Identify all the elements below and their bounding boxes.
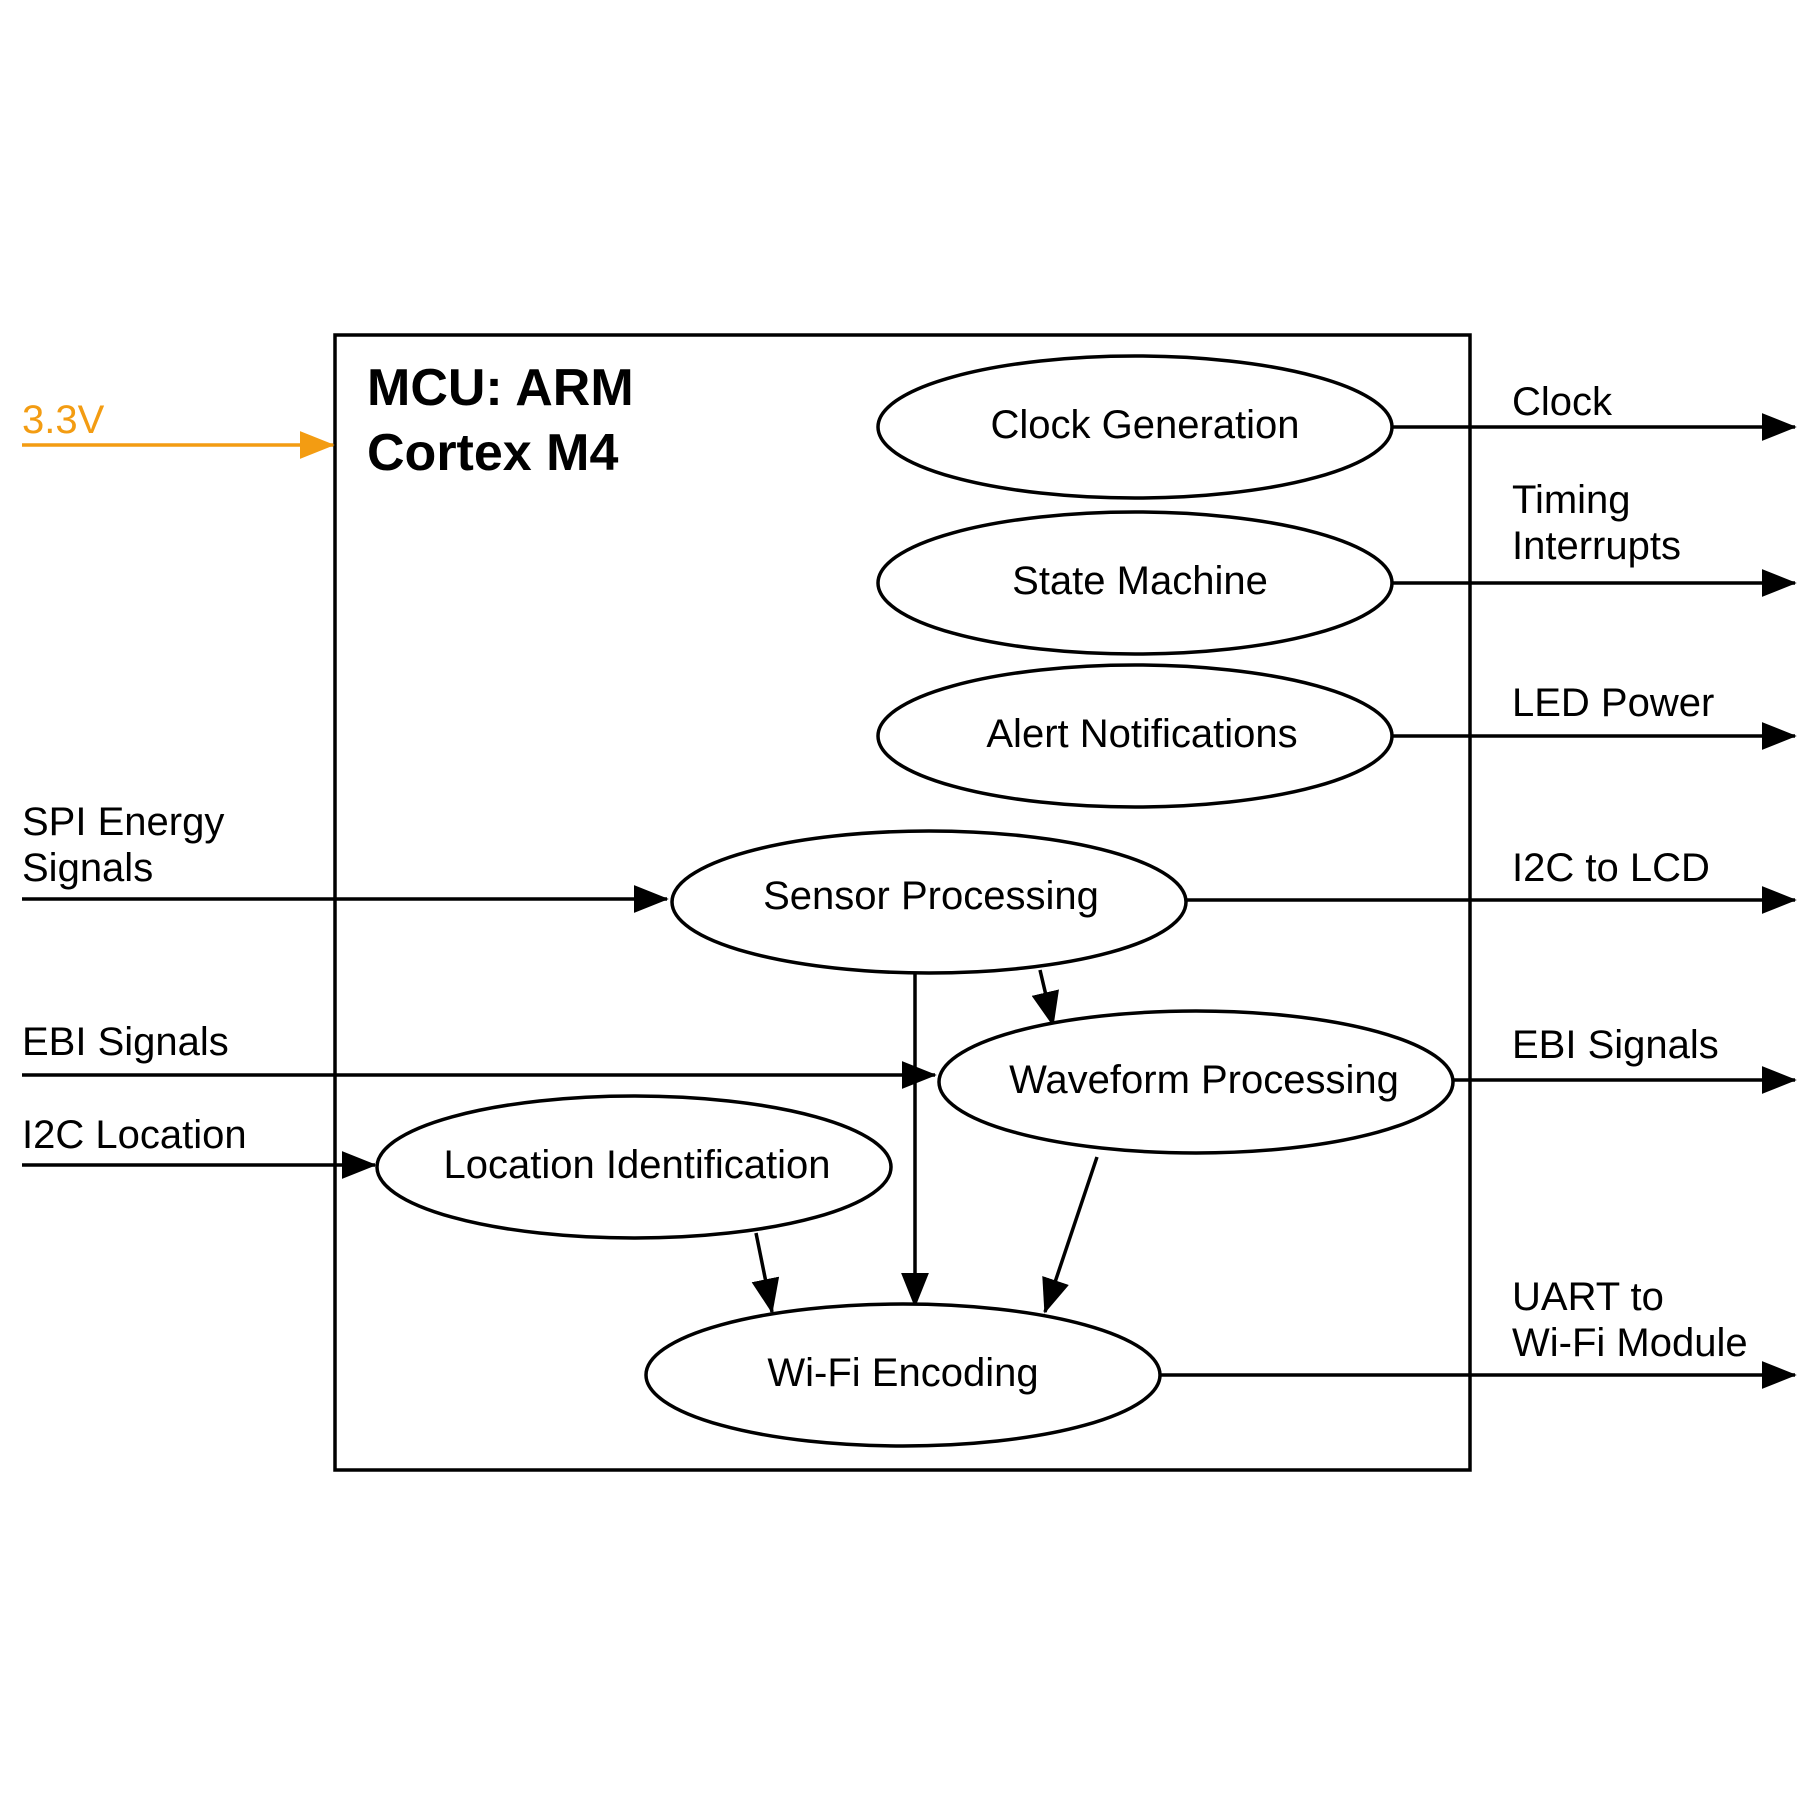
node-wifi-encoding: Wi-Fi Encoding	[644, 1302, 1162, 1448]
ebi-input-label: EBI Signals	[22, 1020, 229, 1064]
sensor-to-waveform-arrow	[1031, 969, 1059, 1027]
i2c-location-input-label: I2C Location	[22, 1113, 247, 1157]
node-alert-notifications: Alert Notifications	[876, 663, 1394, 809]
location-identification-ellipse	[375, 1094, 893, 1240]
i2c-lcd-output-label: I2C to LCD	[1512, 846, 1710, 890]
state-machine-label: State Machine	[1012, 559, 1268, 603]
waveform-processing-label: Waveform Processing	[1009, 1058, 1399, 1102]
clock-generation-label: Clock Generation	[990, 403, 1299, 447]
location-to-wifi-arrow	[751, 1232, 780, 1314]
sensor-processing-ellipse	[670, 829, 1188, 975]
spi-input-label-line2: Signals	[22, 846, 153, 890]
sensor-processing-label: Sensor Processing	[763, 874, 1099, 918]
node-sensor-processing: Sensor Processing	[670, 829, 1188, 975]
clock-generation-ellipse	[876, 354, 1394, 500]
node-state-machine: State Machine	[876, 510, 1394, 656]
uart-output-label-line1: UART to	[1512, 1275, 1664, 1319]
mcu-box	[333, 333, 1472, 1472]
ebi-output-label: EBI Signals	[1512, 1023, 1719, 1067]
power-label: 3.3V	[22, 398, 105, 442]
node-waveform-processing: Waveform Processing	[937, 1009, 1455, 1155]
alert-notifications-label: Alert Notifications	[986, 712, 1297, 756]
state-machine-ellipse	[876, 510, 1394, 656]
node-location-identification: Location Identification	[375, 1094, 893, 1240]
timing-output-label-line2: Interrupts	[1512, 524, 1681, 568]
waveform-processing-ellipse	[937, 1009, 1455, 1155]
node-clock-generation: Clock Generation	[876, 354, 1394, 500]
uart-output-label-line2: Wi-Fi Module	[1512, 1321, 1748, 1365]
mcu-title-line1: MCU: ARM	[367, 359, 634, 417]
spi-input-label-line1: SPI Energy	[22, 800, 224, 844]
wifi-encoding-ellipse	[644, 1302, 1162, 1448]
alert-notifications-ellipse	[876, 663, 1394, 809]
led-power-output-label: LED Power	[1512, 681, 1714, 725]
clock-output-label: Clock	[1512, 380, 1613, 424]
wifi-encoding-label: Wi-Fi Encoding	[767, 1351, 1038, 1395]
waveform-to-wifi-arrow	[1042, 1156, 1099, 1314]
mcu-title-line2: Cortex M4	[367, 424, 618, 482]
location-identification-label: Location Identification	[444, 1143, 831, 1187]
timing-output-label-line1: Timing	[1512, 478, 1631, 522]
